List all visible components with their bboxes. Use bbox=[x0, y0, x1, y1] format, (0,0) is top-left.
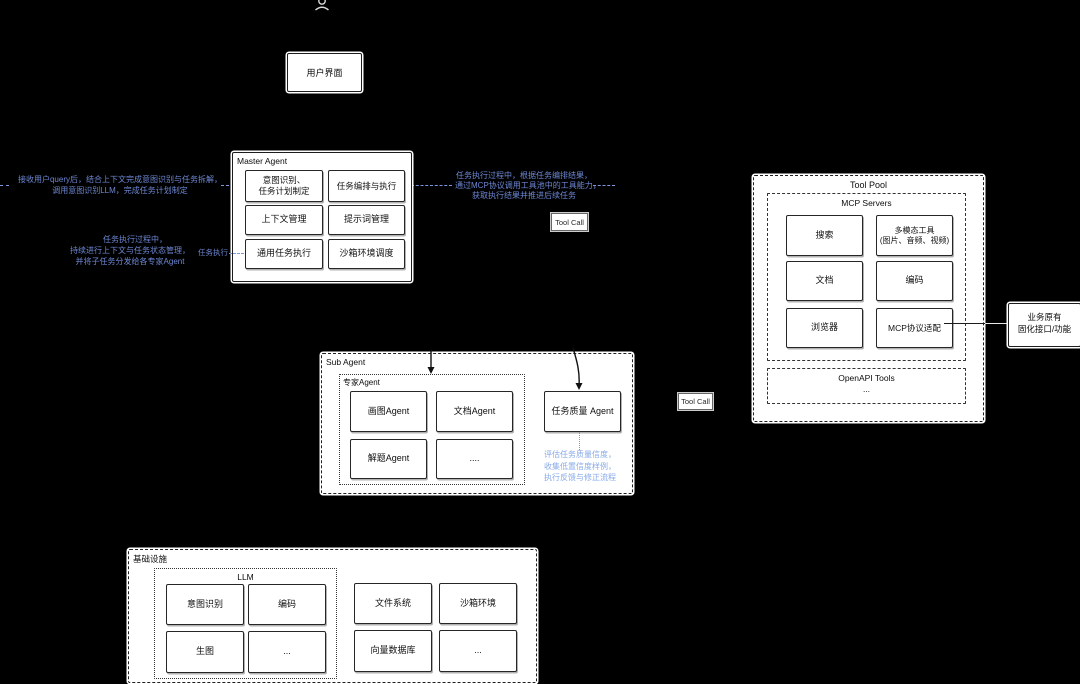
tool-coding: 编码 bbox=[876, 261, 953, 301]
llm-title: LLM bbox=[237, 572, 254, 582]
user-interface-label: 用户界面 bbox=[306, 68, 343, 78]
business-interface-label: 业务原有 固化接口/功能 bbox=[1017, 312, 1072, 334]
module-context: 上下文管理 bbox=[245, 205, 323, 235]
module-orchestration: 任务编排与执行 bbox=[328, 170, 405, 202]
agent-problem-solving: 解题Agent bbox=[350, 439, 427, 479]
tool-search: 搜索 bbox=[786, 215, 863, 256]
service-sandbox: 沙箱环境 bbox=[439, 583, 517, 624]
annotation-mid-line3: 获取执行结果并推进后续任务 bbox=[472, 191, 576, 200]
llm-intent: 意图识别 bbox=[166, 584, 244, 625]
sub-agent-box: Sub Agent 专家Agent 画图Agent 文档Agent 解题Agen… bbox=[321, 347, 633, 494]
module-prompt: 提示词管理 bbox=[328, 205, 405, 235]
connector-midtext-right bbox=[593, 185, 615, 186]
service-vector-db: 向量数据库 bbox=[354, 630, 432, 672]
mcp-servers-title: MCP Servers bbox=[841, 198, 892, 208]
llm-image-gen: 生图 bbox=[166, 631, 244, 673]
service-more: ... bbox=[439, 630, 517, 672]
sub-agent-arrows bbox=[427, 347, 583, 390]
annotation-task-exec-tag: 任务执行 bbox=[198, 248, 228, 257]
connector-mcp-business-inner bbox=[944, 323, 985, 324]
quality-note-line2: 收集低置信度样例， bbox=[544, 462, 616, 471]
tool-browser: 浏览器 bbox=[786, 308, 863, 348]
mcp-servers-group: MCP Servers 搜索 多模态工具 (图片、音频、视频) 文档 编码 浏览… bbox=[767, 193, 966, 361]
task-quality-agent: 任务质量 Agent bbox=[544, 391, 621, 432]
sub-agent-title: Sub Agent bbox=[326, 357, 366, 367]
module-sandbox-dispatch: 沙箱环境调度 bbox=[328, 239, 405, 269]
master-agent-title: Master Agent bbox=[237, 156, 288, 166]
openapi-tools-title: OpenAPI Tools bbox=[838, 373, 895, 383]
agent-drawing: 画图Agent bbox=[350, 391, 427, 432]
tool-mcp-adapter: MCP协议适配 bbox=[876, 308, 953, 348]
tool-pool-box: Tool Pool MCP Servers 搜索 多模态工具 (图片、音频、视频… bbox=[753, 175, 984, 422]
connector-mcp-business-outer bbox=[985, 323, 1008, 324]
annotation-left-bottom-line1: 任务执行过程中， bbox=[103, 235, 167, 244]
connector-into-master-left bbox=[221, 185, 234, 186]
llm-more: ... bbox=[248, 631, 326, 673]
connector-left-dash bbox=[0, 185, 9, 186]
tool-pool-title: Tool Pool bbox=[849, 180, 888, 190]
module-intent-plan: 意图识别、 任务计划制定 bbox=[245, 170, 323, 202]
quality-note-connector bbox=[579, 432, 580, 450]
expert-agent-title: 专家Agent bbox=[343, 378, 380, 387]
connector-master-right bbox=[411, 185, 452, 186]
quality-note-line3: 执行反馈与修正流程 bbox=[544, 473, 616, 482]
llm-coding: 编码 bbox=[248, 584, 326, 625]
tool-document: 文档 bbox=[786, 261, 863, 301]
infrastructure-box: 基础设施 LLM 意图识别 编码 生图 ... 文件系统 沙箱环境 向量数据库 … bbox=[128, 549, 537, 683]
business-interface-box: 业务原有 固化接口/功能 bbox=[1008, 303, 1080, 347]
tool-multimodal: 多模态工具 (图片、音频、视频) bbox=[876, 215, 953, 256]
llm-group: LLM 意图识别 编码 生图 ... bbox=[154, 568, 337, 679]
tool-call-label-2: Tool Call bbox=[678, 393, 713, 410]
service-filesystem: 文件系统 bbox=[354, 583, 432, 624]
annotation-mid-line1: 任务执行过程中，根据任务编排结果， bbox=[456, 171, 592, 180]
annotation-mid-line2: 通过MCP协议调用工具池中的工具能力， bbox=[455, 181, 601, 190]
tool-call-label-1: Tool Call bbox=[551, 213, 588, 231]
agent-document: 文档Agent bbox=[436, 391, 513, 432]
connector-task-exec bbox=[229, 253, 244, 254]
infrastructure-title: 基础设施 bbox=[133, 554, 168, 564]
annotation-left-bottom-line2: 持续进行上下文与任务状态管理， bbox=[70, 246, 190, 255]
module-general-task: 通用任务执行 bbox=[245, 239, 323, 269]
annotation-left-top-line1: 接收用户query后，结合上下文完成意图识别与任务拆解， bbox=[17, 175, 222, 184]
annotation-left-top-line2: 调用意图识别LLM，完成任务计划制定 bbox=[52, 186, 188, 195]
openapi-tools-more: ... bbox=[862, 384, 871, 394]
user-interface-box: 用户界面 bbox=[287, 53, 362, 92]
quality-note-line1: 评估任务质量信度， bbox=[544, 450, 616, 459]
master-agent-box: Master Agent 意图识别、 任务计划制定 任务编排与执行 上下文管理 … bbox=[232, 152, 412, 282]
annotation-left-bottom-line3: 并将子任务分发给各专家Agent bbox=[75, 257, 185, 266]
openapi-tools-group: OpenAPI Tools ... bbox=[767, 368, 966, 404]
agent-more: .... bbox=[436, 439, 513, 479]
user-icon bbox=[315, 0, 329, 11]
expert-agent-group: 专家Agent 画图Agent 文档Agent 解题Agent .... bbox=[339, 374, 525, 485]
